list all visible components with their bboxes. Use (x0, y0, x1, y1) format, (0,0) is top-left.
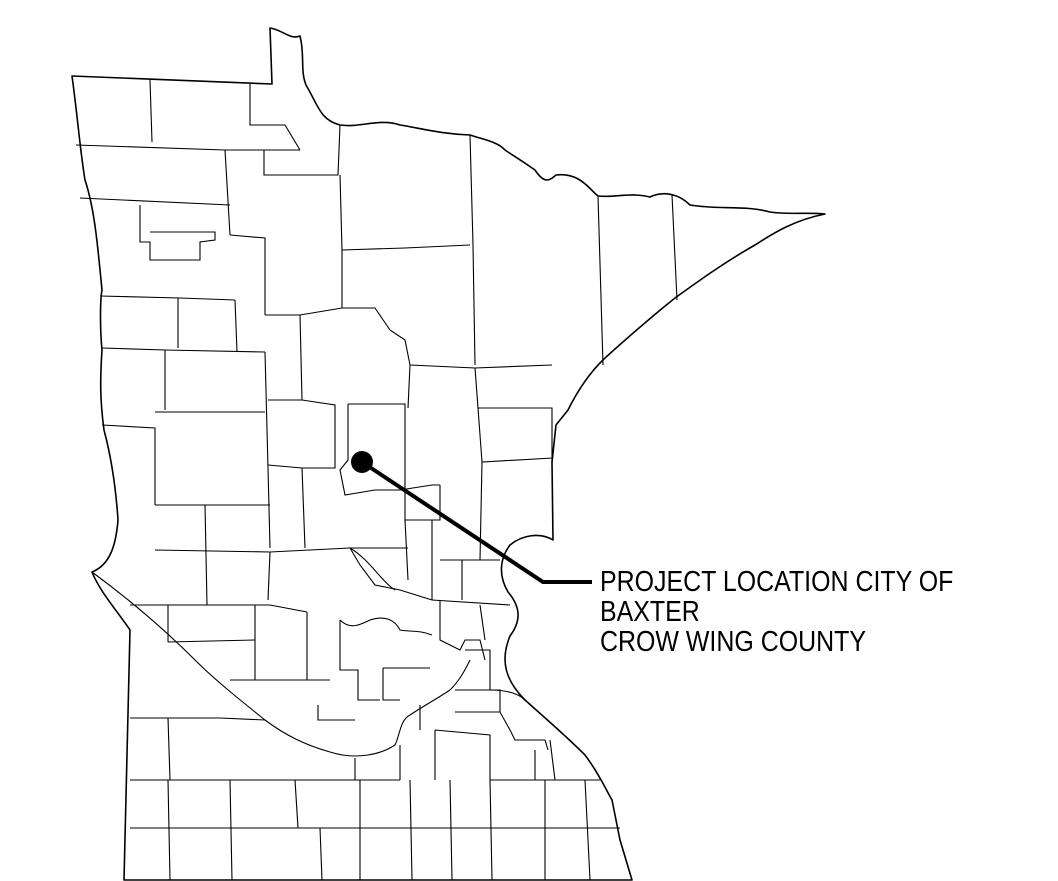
state-outline (71, 27, 826, 881)
callout-line-1: PROJECT LOCATION CITY OF (600, 566, 954, 598)
project-location-callout: PROJECT LOCATION CITY OF BAXTER CROW WIN… (600, 567, 953, 657)
county-boundaries (75, 79, 678, 881)
callout-leader-line (360, 460, 592, 584)
callout-line-3: CROW WING COUNTY (600, 626, 867, 658)
callout-line-2: BAXTER (600, 596, 700, 628)
